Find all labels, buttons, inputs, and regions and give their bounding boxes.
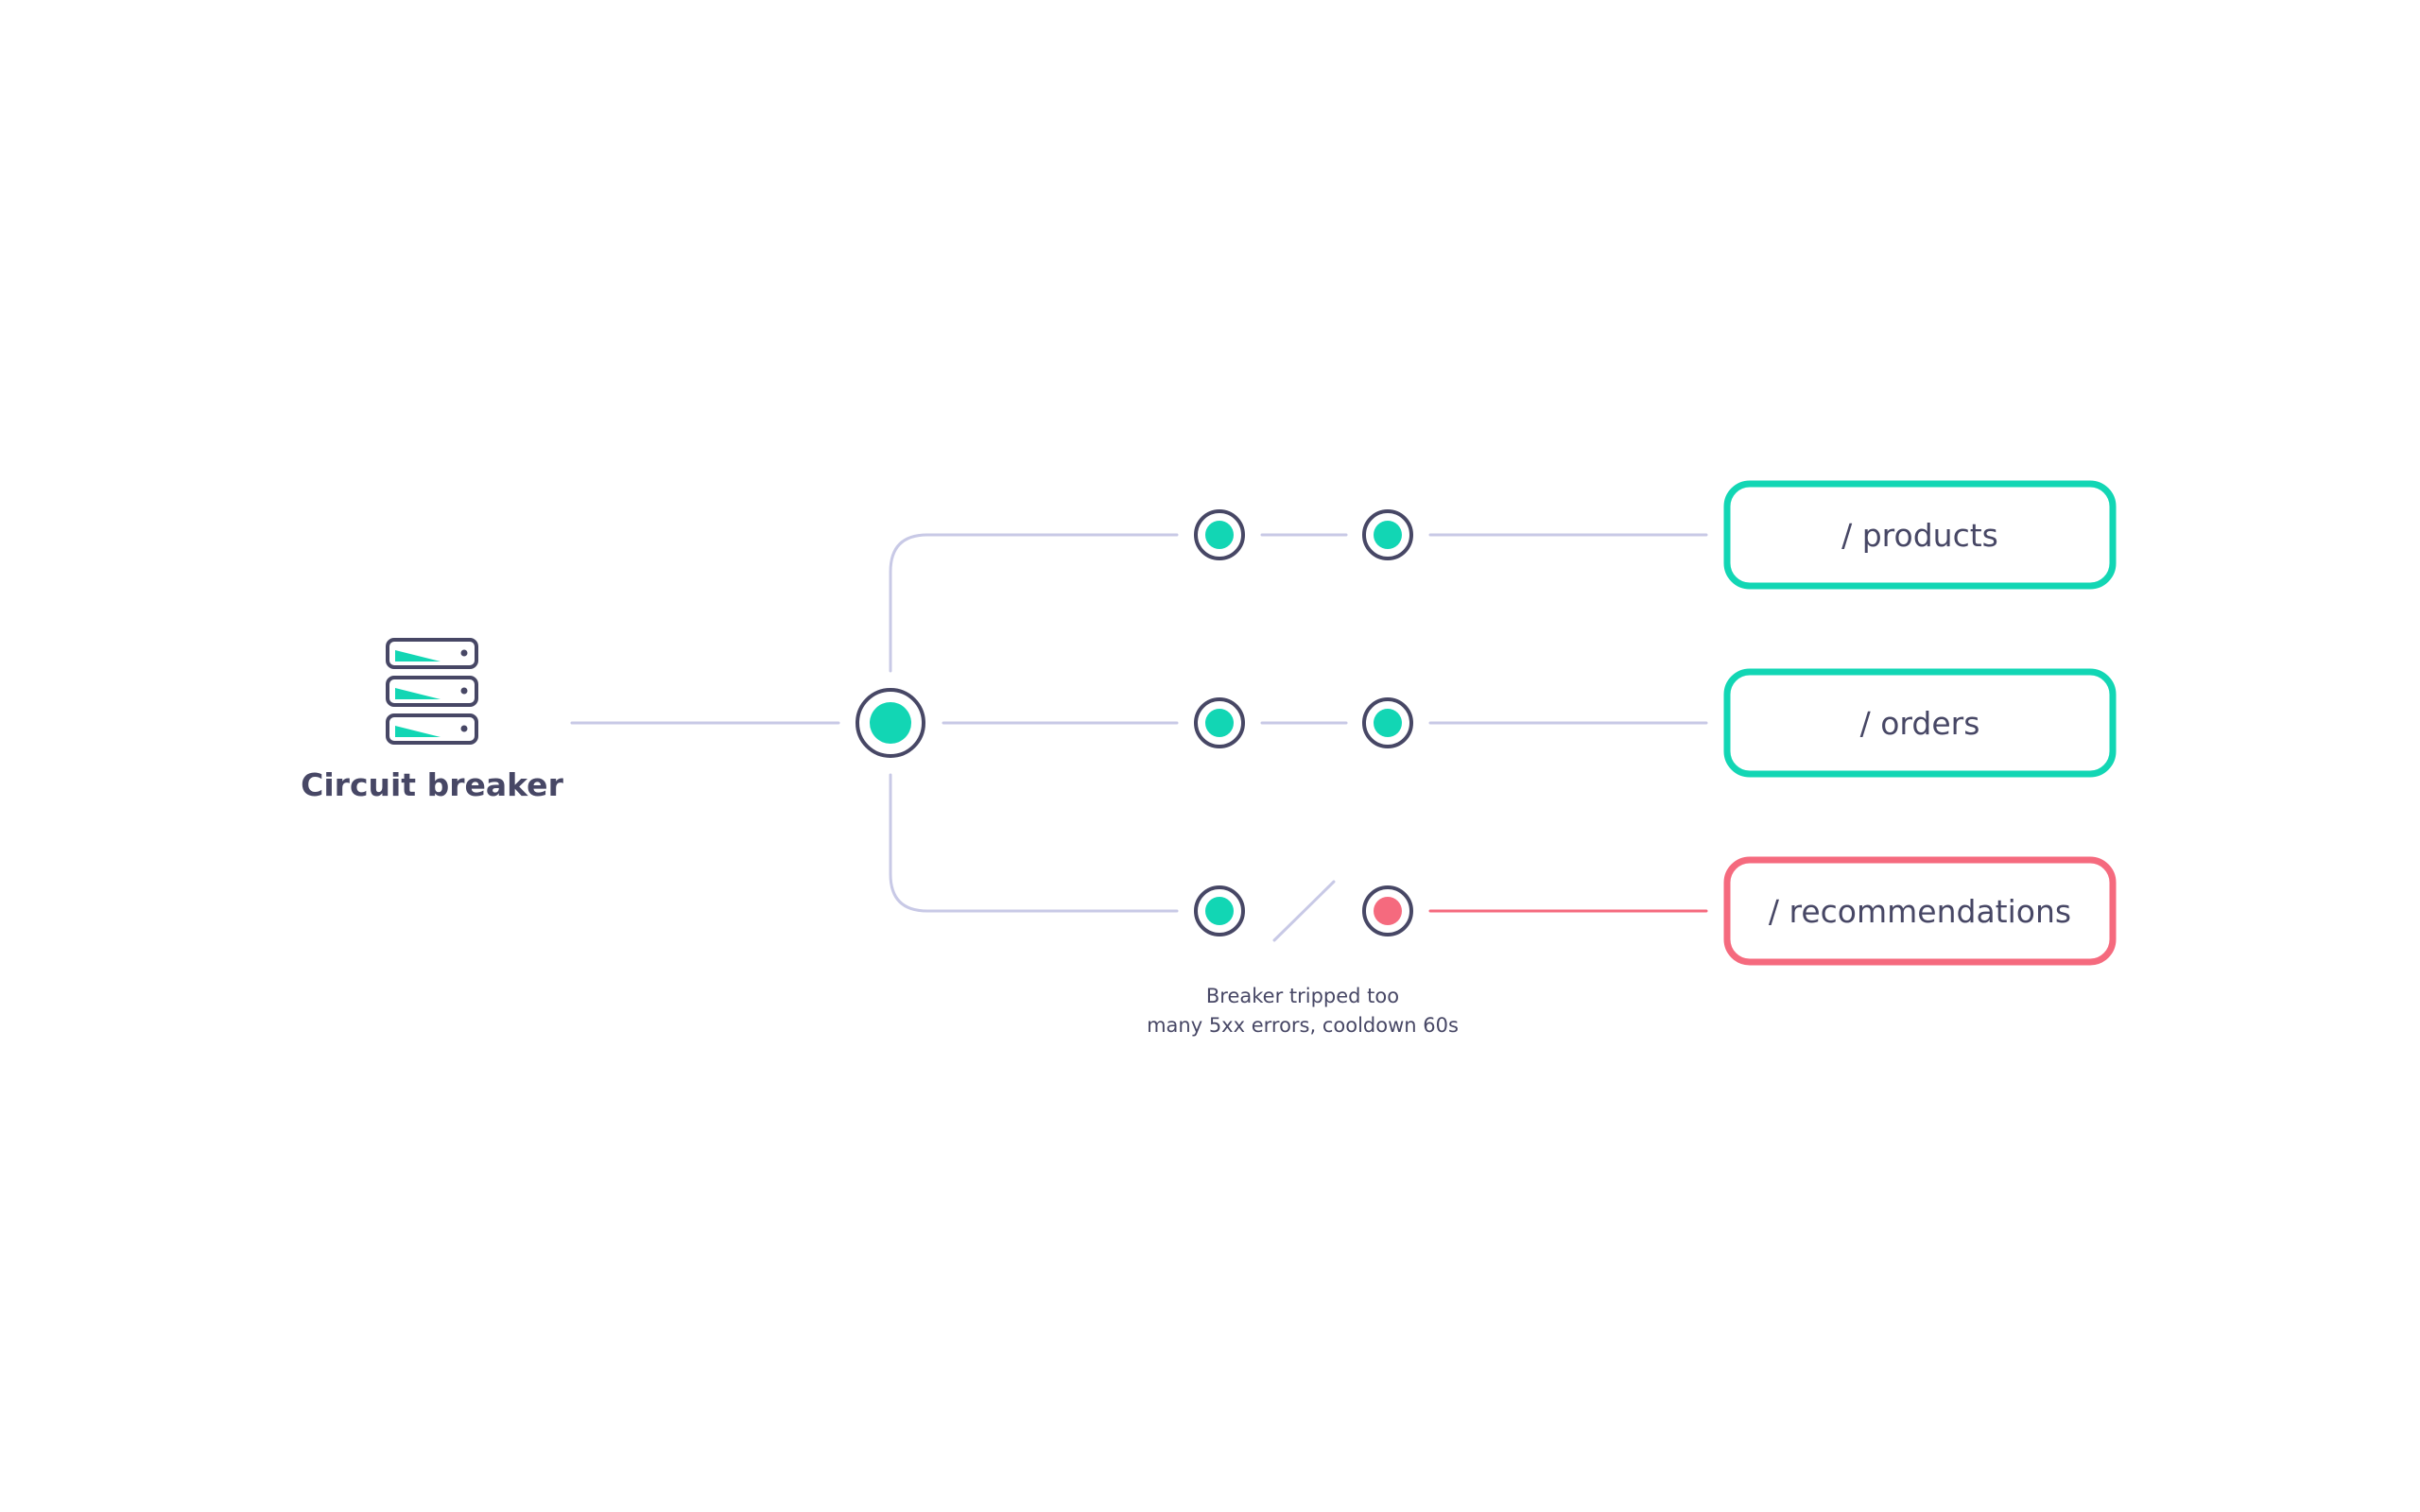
node-orders-1 bbox=[1194, 697, 1245, 748]
branch-wire-top bbox=[889, 533, 1179, 673]
route-label-recommendations: / recommendations bbox=[1769, 893, 2071, 930]
route-label-products: / products bbox=[1841, 517, 1998, 554]
source-label: Circuit breaker bbox=[301, 766, 563, 803]
route-label-orders: / orders bbox=[1860, 705, 1980, 742]
annotation-line-1: Breaker tripped too bbox=[1206, 985, 1399, 1007]
route-box-recommendations[interactable]: / recommendations bbox=[1723, 856, 2117, 966]
node-recommendations-1 bbox=[1194, 885, 1245, 936]
node-orders-2 bbox=[1362, 697, 1413, 748]
server-stack-icon bbox=[386, 638, 478, 745]
node-recommendations-2-tripped bbox=[1362, 885, 1413, 936]
node-products-1 bbox=[1194, 509, 1245, 560]
branch-wire-bottom bbox=[889, 773, 1179, 913]
route-box-orders[interactable]: / orders bbox=[1723, 668, 2117, 778]
annotation-line-2: many 5xx errors, cooldown 60s bbox=[1147, 1014, 1459, 1037]
hub-node bbox=[856, 688, 925, 758]
route-box-products[interactable]: / products bbox=[1723, 480, 2117, 590]
broken-link-recommendations bbox=[1272, 880, 1336, 942]
node-products-2 bbox=[1362, 509, 1413, 560]
